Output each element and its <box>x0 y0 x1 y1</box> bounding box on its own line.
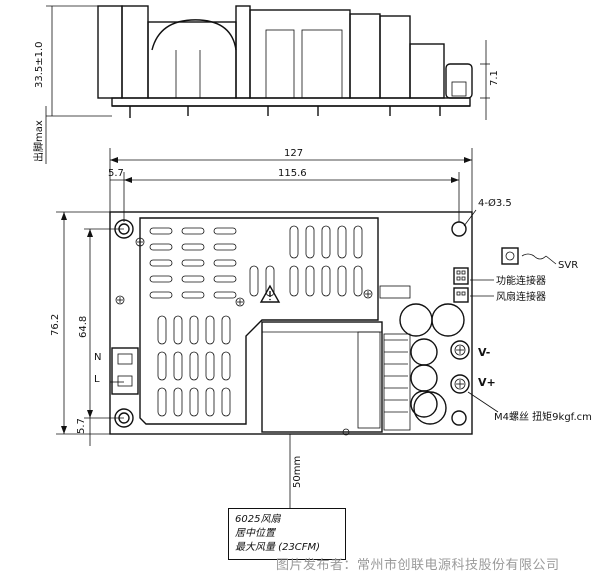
mounting-hole-spec: 4-Ø3.5 <box>478 197 512 209</box>
dim-height-total: 76.2 <box>50 314 61 336</box>
svr-potentiometer-icon <box>501 247 557 265</box>
fan-connector <box>453 287 469 303</box>
dim-height-right: 7.1 <box>489 70 500 86</box>
fan-spec-line2: 居中位置 <box>235 528 275 539</box>
dim-left-offset: 5.7 <box>108 168 124 179</box>
board-outline: N L <box>94 211 557 436</box>
dim-bottom-offset: 5.7 <box>76 418 87 434</box>
fan-spec-line1: 6025风扇 <box>235 514 281 525</box>
height-dimensions: 76.2 64.8 5.7 <box>50 211 124 446</box>
input-n-label: N <box>94 352 101 363</box>
fan-spec-box: 6025风扇 居中位置 最大风量 (23CFM) <box>228 508 346 560</box>
side-view: 33.5±1.0 7.1 出脚max <box>32 5 500 164</box>
capacitor-icon <box>399 303 465 425</box>
fan-spec-line3: 最大风量 (23CFM) <box>235 542 321 553</box>
terminal-v-plus-icon <box>450 374 470 394</box>
right-labels: SVR 功能连接器 风扇连接器 V- V+ M4螺丝 扭矩9kgf.cm <box>467 260 592 423</box>
function-connector <box>453 267 469 285</box>
dim-width-total: 127 <box>284 148 303 159</box>
input-l-label: L <box>94 374 100 385</box>
fan-leader: 50mm <box>289 434 303 508</box>
svr-label: SVR <box>558 260 578 271</box>
terminal-v-minus-icon <box>450 340 470 360</box>
fan-connector-label: 风扇连接器 <box>496 290 546 303</box>
dim-height-inner: 64.8 <box>78 316 89 338</box>
dim-output-max: 出脚max <box>32 120 45 162</box>
dim-width-inner: 115.6 <box>278 168 307 179</box>
warning-icon <box>259 284 281 303</box>
v-plus-label: V+ <box>478 376 496 389</box>
dim-fan-offset: 50mm <box>292 456 303 488</box>
publisher-watermark: 图片发布者：常州市创联电源科技股份有限公司 <box>276 558 560 573</box>
screw-icon <box>115 237 373 436</box>
screw-torque-note: M4螺丝 扭矩9kgf.cm <box>494 410 592 423</box>
width-dimensions: 127 115.6 5.7 4-Ø3.5 <box>108 148 512 227</box>
dim-height-top: 33.5±1.0 <box>34 41 45 88</box>
v-minus-label: V- <box>478 346 490 359</box>
function-connector-label: 功能连接器 <box>496 274 546 287</box>
